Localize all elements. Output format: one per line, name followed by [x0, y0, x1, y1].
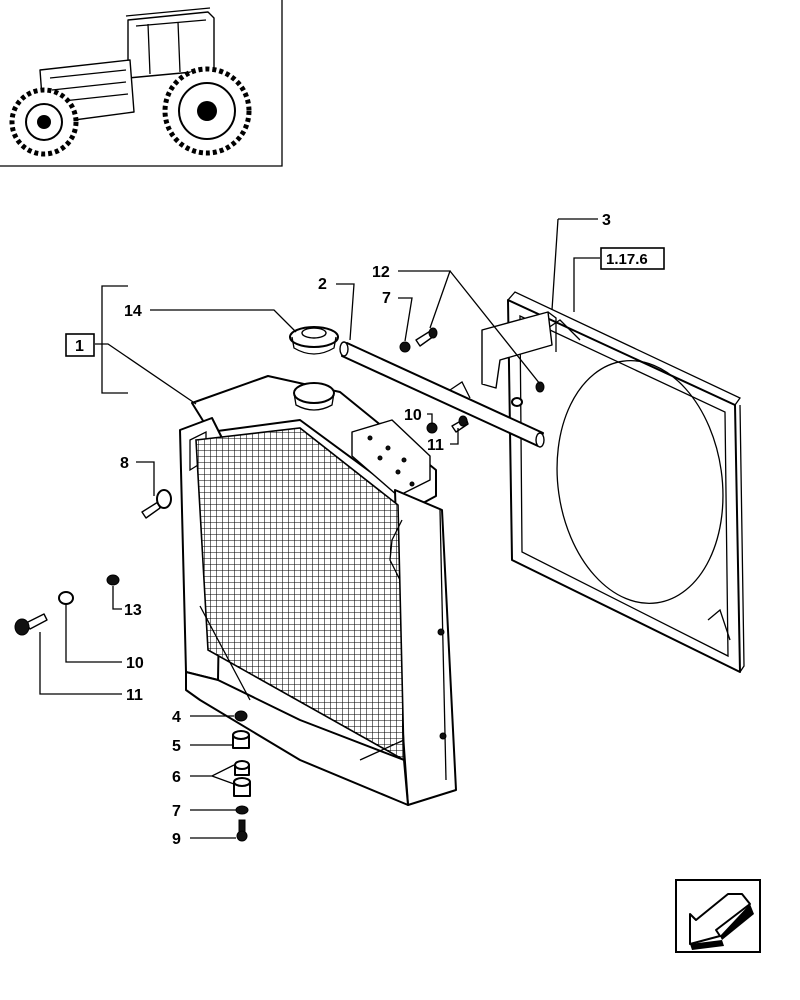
callout-1176-box — [600, 247, 665, 270]
callout-1: 1 — [75, 338, 84, 355]
tractor-thumbnail — [0, 0, 283, 167]
callout-7-lower: 7 — [172, 803, 181, 820]
callout-6: 6 — [172, 769, 181, 786]
callout-5: 5 — [172, 738, 181, 755]
bolt-11-left — [14, 613, 48, 636]
bolt-12 — [415, 327, 438, 347]
fan-shroud — [507, 291, 745, 673]
washer-7-lower — [511, 397, 523, 407]
radiator — [179, 375, 457, 806]
support-rod — [339, 341, 545, 448]
callout-2: 2 — [318, 276, 327, 293]
leader-lines — [39, 218, 600, 839]
radiator-cap — [289, 326, 339, 355]
washer-10-upper — [426, 422, 438, 434]
callout-1176: 1.17.6 — [606, 251, 648, 268]
callout-8: 8 — [120, 455, 129, 472]
callout-3: 3 — [602, 212, 611, 229]
bolt-11-upper — [451, 415, 469, 433]
callout-1-box — [65, 333, 95, 357]
callout-4: 4 — [172, 709, 181, 726]
washer-10-left — [58, 591, 74, 605]
bolt-8 — [141, 489, 172, 519]
callout-9: 9 — [172, 831, 181, 848]
callout-12: 12 — [372, 264, 390, 281]
callout-10-lower: 10 — [126, 655, 144, 672]
nut-13 — [106, 574, 120, 586]
callout-labels: 3 1.17.6 2 12 7 14 1 10 11 8 13 10 11 4 … — [65, 212, 665, 848]
callout-7-upper: 7 — [382, 290, 391, 307]
callout-10-upper: 10 — [404, 407, 422, 424]
callout-13: 13 — [124, 602, 142, 619]
callout-14: 14 — [124, 303, 142, 320]
previous-page-arrow-icon[interactable] — [675, 879, 761, 953]
washer-7-upper — [399, 341, 411, 353]
bracket — [481, 311, 557, 389]
nut-12-lower — [535, 381, 545, 393]
mount-stack — [232, 710, 251, 842]
callout-11-lower: 11 — [126, 687, 143, 704]
callout-11-upper: 11 — [427, 437, 444, 454]
